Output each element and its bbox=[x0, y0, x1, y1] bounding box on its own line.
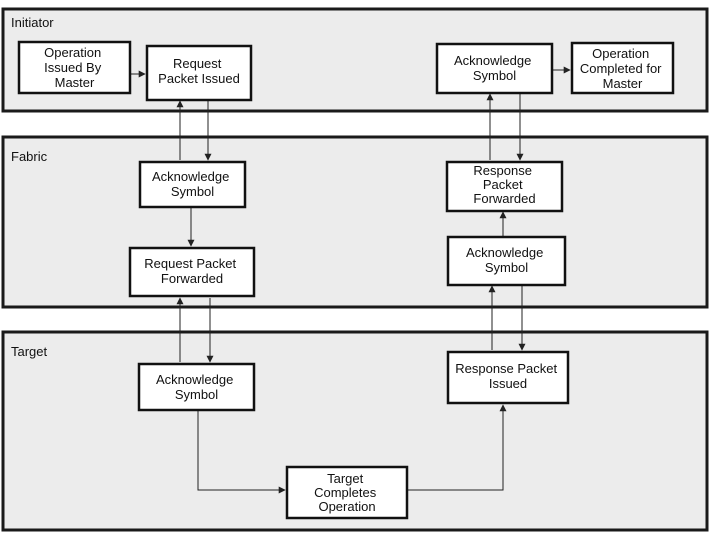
node-op-completed-box bbox=[570, 41, 675, 95]
node-req-forwarded-text: Request Packet Forwarded bbox=[144, 256, 239, 286]
node-ack-fab-left-text: Acknowledge Symbol bbox=[152, 169, 233, 199]
node-ack-fab-right-box bbox=[446, 235, 567, 287]
node-op-completed-text: Operation Completed for Master bbox=[580, 46, 665, 91]
node-request-packet-forwarded: Request Packet Forwarded bbox=[128, 246, 256, 298]
node-ack-target-box bbox=[137, 362, 256, 412]
node-operation-issued-by-master: Operation Issued By Master bbox=[17, 40, 132, 95]
edges bbox=[131, 66, 571, 494]
node-resp-forwarded-box bbox=[445, 160, 564, 213]
node-resp-forwarded-text: Response Packet Forwarded bbox=[473, 163, 535, 206]
node-op-issued-box bbox=[17, 40, 132, 95]
node-ack-fab-left-box bbox=[138, 160, 247, 209]
node-resp-issued-box bbox=[446, 350, 570, 405]
node-acknowledge-symbol-fabric-left: Acknowledge Symbol bbox=[138, 160, 247, 209]
edge-target-completes-to-resp-issued bbox=[407, 404, 507, 491]
node-req-issued-box bbox=[145, 44, 253, 102]
node-target-completes-box bbox=[285, 465, 409, 520]
node-response-packet-issued: Response Packet Issued bbox=[446, 350, 570, 405]
target-lane-label: Target bbox=[11, 344, 48, 359]
node-request-packet-issued: Request Packet Issued bbox=[145, 44, 253, 102]
node-acknowledge-symbol-initiator: Acknowledge Symbol bbox=[435, 42, 554, 95]
node-response-packet-forwarded: Response Packet Forwarded bbox=[445, 160, 564, 213]
node-operation-completed-for-master: Operation Completed for Master bbox=[570, 41, 675, 95]
node-acknowledge-symbol-fabric-right: Acknowledge Symbol bbox=[446, 235, 567, 287]
node-ack-init-text: Acknowledge Symbol bbox=[454, 53, 535, 83]
node-ack-fab-right-text: Acknowledge Symbol bbox=[466, 245, 547, 275]
node-target-completes-text: Target Completes Operation bbox=[314, 471, 380, 514]
node-req-issued-text: Request Packet Issued bbox=[158, 56, 240, 86]
node-ack-init-box bbox=[435, 42, 554, 95]
node-op-issued-text: Operation Issued By Master bbox=[44, 45, 105, 90]
node-target-completes-operation: Target Completes Operation bbox=[285, 465, 409, 520]
node-resp-issued-text: Response Packet Issued bbox=[455, 361, 561, 391]
node-acknowledge-symbol-target: Acknowledge Symbol bbox=[137, 362, 256, 412]
edge-ack-target-to-target-completes bbox=[197, 410, 286, 494]
node-ack-target-text: Acknowledge Symbol bbox=[156, 372, 237, 402]
initiator-lane-label: Initiator bbox=[11, 15, 54, 30]
fabric-lane-box bbox=[1, 135, 709, 309]
node-req-forwarded-box bbox=[128, 246, 256, 298]
fabric-lane-label: Fabric bbox=[11, 149, 48, 164]
fabric-lane: Fabric bbox=[1, 135, 709, 309]
